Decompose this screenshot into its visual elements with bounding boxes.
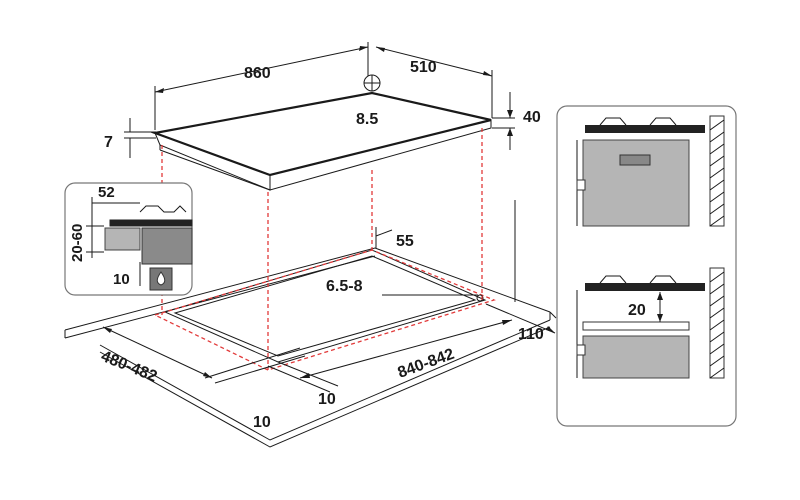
front-offset-b-label: 10 bbox=[318, 391, 336, 408]
inset-top-label: 52 bbox=[98, 184, 115, 201]
inset-range-label: 20-60 bbox=[69, 224, 86, 262]
oven-scenario-bottom: 20 bbox=[576, 267, 725, 379]
cutout-opening bbox=[153, 249, 496, 371]
corner-radius-label: 6.5-8 bbox=[326, 278, 363, 295]
dim-cutout-depth: 480-482 bbox=[99, 326, 213, 386]
dim-rear-clearance: 55 bbox=[375, 227, 414, 250]
cutout-width-label: 840-842 bbox=[396, 346, 457, 382]
dim-width: 860 bbox=[154, 42, 369, 130]
cutout-depth-label: 480-482 bbox=[99, 348, 160, 386]
hob-body bbox=[150, 74, 492, 191]
detail-inset: 52 20-60 10 bbox=[64, 182, 193, 296]
oven-scenario-top bbox=[576, 115, 725, 227]
oven-panel: 20 bbox=[556, 105, 737, 427]
glass-thickness-label: 7 bbox=[104, 134, 113, 151]
dim-wall-clearance: 110 bbox=[485, 303, 557, 343]
projection-lines bbox=[161, 128, 483, 370]
rear-clearance-label: 55 bbox=[396, 233, 414, 250]
dim-height: 40 bbox=[492, 92, 541, 150]
inset-bottom-label: 10 bbox=[113, 271, 130, 288]
oven-gap-label: 20 bbox=[628, 302, 646, 319]
dim-corner-radius: 6.5-8 bbox=[326, 278, 478, 296]
dim-front-offsets: 10 10 bbox=[204, 347, 339, 431]
dim-glass: 7 bbox=[104, 118, 156, 158]
dim-depth: 510 bbox=[375, 46, 493, 118]
front-offset-a-label: 10 bbox=[253, 414, 271, 431]
wall-clearance-label: 110 bbox=[518, 326, 544, 343]
gas-inlet-label: 8.5 bbox=[356, 111, 378, 128]
hob-depth-label: 510 bbox=[410, 59, 437, 76]
hob-width-label: 860 bbox=[244, 65, 271, 82]
hob-height-label: 40 bbox=[523, 109, 541, 126]
